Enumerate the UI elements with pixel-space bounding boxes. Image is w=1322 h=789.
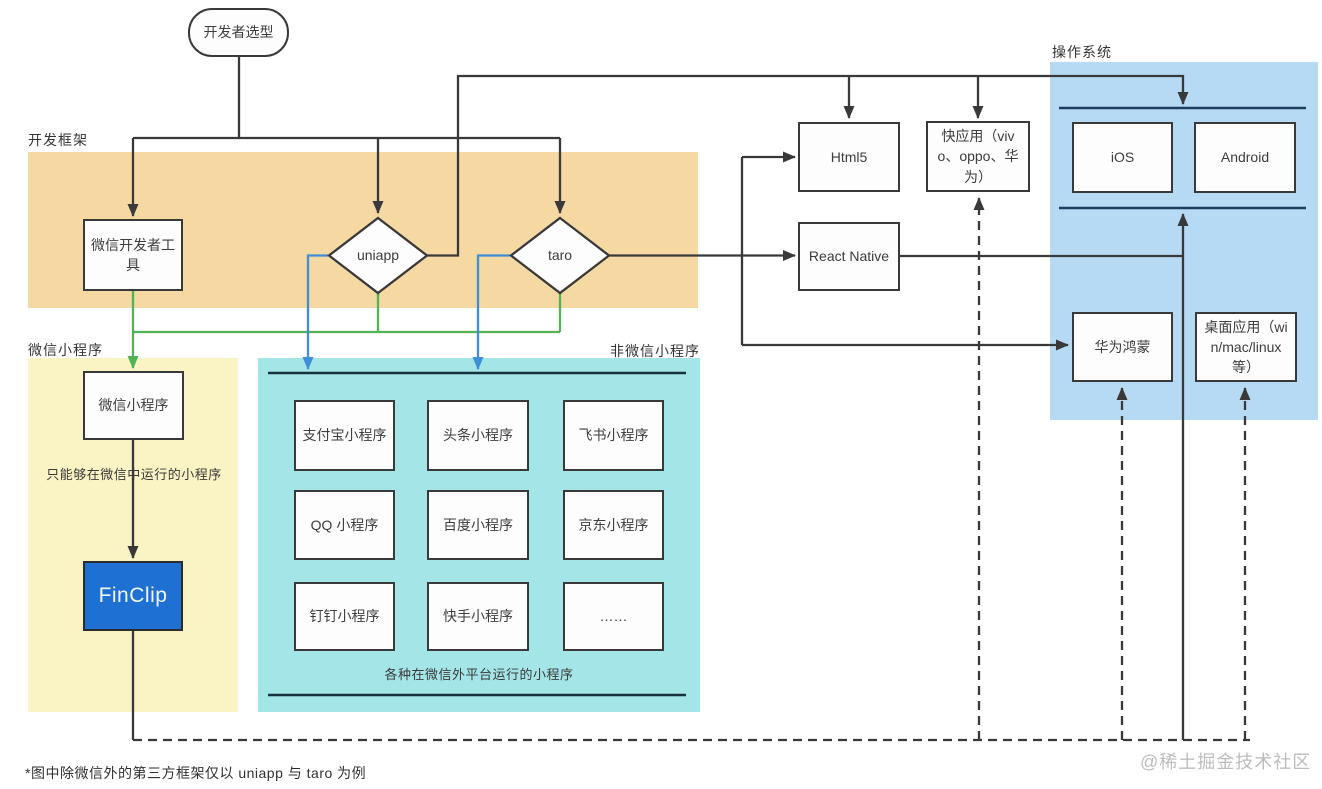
wechat-only-note: 只能够在微信中运行的小程序 <box>46 467 222 482</box>
node-jd-mp: 京东小程序 <box>563 490 664 560</box>
node-other-mp: …… <box>563 582 664 651</box>
node-harmony: 华为鸿蒙 <box>1072 312 1173 382</box>
node-wechat-mp: 微信小程序 <box>83 371 184 440</box>
node-quick-app: 快应用（vivo、oppo、华为） <box>926 121 1030 192</box>
node-finclip: FinClip <box>83 561 183 631</box>
node-baidu-mp: 百度小程序 <box>427 490 529 560</box>
node-qq-mp: QQ 小程序 <box>294 490 395 560</box>
os-label: 操作系统 <box>1052 44 1112 60</box>
node-android: Android <box>1194 122 1296 193</box>
node-dev-selection: 开发者选型 <box>188 8 289 57</box>
diagram-footnote: *图中除微信外的第三方框架仅以 uniapp 与 taro 为例 <box>25 765 367 781</box>
node-desktop-app: 桌面应用（win/mac/linux 等） <box>1195 312 1297 382</box>
node-html5: Html5 <box>798 122 900 192</box>
dev-framework-label: 开发框架 <box>28 132 88 148</box>
taro-diamond-shape <box>509 216 611 295</box>
wire-blue-uniapp-to-nonwechat <box>302 254 328 370</box>
juejin-watermark: @稀土掘金技术社区 <box>1140 752 1312 772</box>
wire-blue-taro-to-nonwechat <box>472 254 510 370</box>
node-alipay-mp: 支付宝小程序 <box>294 400 395 471</box>
non-wechat-mini-label: 非微信小程序 <box>610 343 700 359</box>
node-taro-label: taro <box>547 247 573 264</box>
node-feishu-mp: 飞书小程序 <box>563 400 664 471</box>
node-uniapp-label: uniapp <box>356 247 400 264</box>
wire-uniapp-over-top <box>427 74 1189 257</box>
node-toutiao-mp: 头条小程序 <box>427 400 529 471</box>
non-wechat-note: 各种在微信外平台运行的小程序 <box>384 667 574 682</box>
wechat-mini-label: 微信小程序 <box>28 342 103 358</box>
node-dingtalk-mp: 钉钉小程序 <box>294 582 395 651</box>
node-wechat-devtools: 微信开发者工具 <box>83 219 183 291</box>
node-ios: iOS <box>1072 122 1173 193</box>
uniapp-diamond-shape <box>327 216 429 295</box>
node-kuaishou-mp: 快手小程序 <box>427 582 529 651</box>
node-react-native: React Native <box>798 222 900 291</box>
